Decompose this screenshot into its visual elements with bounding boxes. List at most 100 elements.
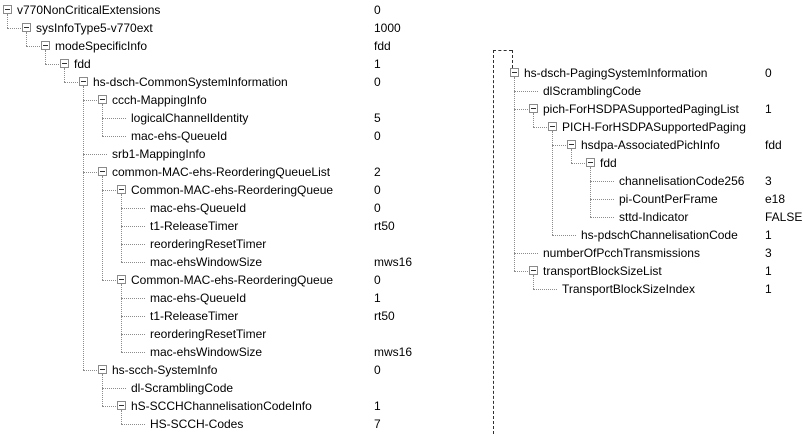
field-value: fdd [765, 138, 782, 152]
tree-connector [121, 244, 145, 245]
left_tree-node[interactable]: modeSpecificInfo fdd [0, 37, 470, 55]
collapse-toggle-icon[interactable] [98, 95, 107, 104]
field-name: numberOfPcchTransmissions [543, 246, 700, 260]
left_tree-node[interactable]: hs-dsch-CommonSystemInformation 0 [0, 73, 470, 91]
right_tree-node[interactable]: hsdpa-AssociatedPichInfo fdd [495, 136, 795, 154]
field-name: Common-MAC-ehs-ReorderingQueue [131, 273, 334, 287]
field-value: fdd [374, 39, 391, 53]
tree-connector [121, 424, 145, 425]
right_tree-node[interactable]: PICH-ForHSDPASupportedPaging [495, 118, 795, 136]
collapse-toggle-icon[interactable] [117, 401, 126, 410]
left_tree-node[interactable]: reorderingResetTimer [0, 325, 470, 343]
collapse-toggle-icon[interactable] [60, 59, 69, 68]
collapse-toggle-icon[interactable] [98, 365, 107, 374]
left_tree-node[interactable]: mac-ehsWindowSize mws16 [0, 253, 470, 271]
tree-connector [590, 217, 614, 218]
collapse-toggle-icon[interactable] [548, 122, 557, 131]
tree-connector [590, 199, 614, 200]
field-name: PICH-ForHSDPASupportedPaging [562, 120, 746, 134]
tree-connector [102, 176, 103, 280]
field-value: 0 [374, 75, 381, 89]
field-value: 3 [765, 246, 772, 260]
tree-connector [571, 163, 595, 164]
tree-connector [102, 118, 126, 119]
field-value: 1 [374, 291, 381, 305]
tree-connector [26, 32, 27, 46]
tree-connector [121, 194, 122, 262]
collapse-toggle-icon[interactable] [510, 68, 519, 77]
left_tree-node[interactable]: mac-ehs-QueueId 0 [0, 127, 470, 145]
field-name: hs-scch-SystemInfo [112, 363, 218, 377]
collapse-toggle-icon[interactable] [567, 140, 576, 149]
field-name: mac-ehsWindowSize [150, 255, 263, 269]
collapse-toggle-icon[interactable] [529, 104, 538, 113]
right_tree-node[interactable]: fdd [495, 154, 795, 172]
tree-connector [83, 154, 107, 155]
field-name: pich-ForHSDPASupportedPagingList [543, 102, 739, 116]
collapse-toggle-icon[interactable] [117, 185, 126, 194]
field-name: srb1-MappingInfo [112, 147, 206, 161]
left_tree-node[interactable]: ccch-MappingInfo [0, 91, 470, 109]
left_tree-node[interactable]: dl-ScramblingCode [0, 379, 470, 397]
field-name: hs-dsch-PagingSystemInformation [524, 66, 708, 80]
tree-connector [121, 284, 122, 352]
field-name: transportBlockSizeList [543, 264, 662, 278]
left_tree-node[interactable]: reorderingResetTimer [0, 235, 470, 253]
left_tree-node[interactable]: srb1-MappingInfo [0, 145, 470, 163]
tree-connector [45, 50, 46, 64]
tree-connector [102, 280, 126, 281]
left_tree-node[interactable]: mac-ehs-QueueId 1 [0, 289, 470, 307]
collapse-toggle-icon[interactable] [3, 5, 12, 14]
collapse-toggle-icon[interactable] [529, 266, 538, 275]
tree-connector [121, 410, 122, 424]
collapse-toggle-icon[interactable] [98, 167, 107, 176]
right_tree-node[interactable]: dlScramblingCode [495, 82, 795, 100]
field-value: 0 [374, 129, 381, 143]
field-value: mws16 [374, 255, 413, 269]
tree-connector [7, 14, 8, 28]
collapse-toggle-icon[interactable] [79, 77, 88, 86]
collapse-toggle-icon[interactable] [22, 23, 31, 32]
tree-connector [45, 64, 69, 65]
field-name: modeSpecificInfo [55, 39, 148, 53]
field-value: 1 [765, 282, 772, 296]
collapse-toggle-icon[interactable] [586, 158, 595, 167]
field-name: mac-ehs-QueueId [150, 291, 247, 305]
tree-connector [64, 82, 88, 83]
tree-connector [590, 167, 591, 217]
collapse-toggle-icon[interactable] [117, 275, 126, 284]
field-name: hs-dsch-CommonSystemInformation [93, 75, 288, 89]
field-name: mac-ehs-QueueId [131, 129, 228, 143]
field-value: 0 [374, 201, 381, 215]
right_tree-node[interactable]: numberOfPcchTransmissions 3 [495, 244, 795, 262]
tree-connector [83, 370, 107, 371]
tree-connector [552, 145, 576, 146]
field-name: hsdpa-AssociatedPichInfo [581, 138, 720, 152]
tree-connector [102, 104, 103, 136]
tree-connector [514, 109, 538, 110]
collapse-toggle-icon[interactable] [41, 41, 50, 50]
tree-connector [102, 388, 126, 389]
